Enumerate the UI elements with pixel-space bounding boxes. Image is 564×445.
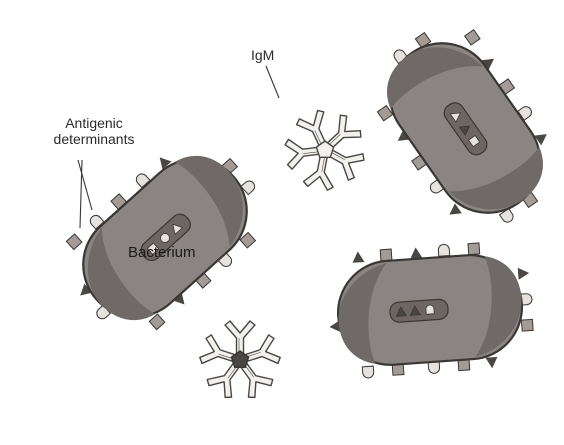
igm-leader-line	[266, 66, 279, 98]
bacterium-label: Bacterium	[128, 245, 196, 262]
antigenic-label-line-2: determinants	[44, 132, 144, 148]
bacterium-1	[46, 121, 284, 353]
igm-pentamer-bottom	[198, 321, 281, 400]
antigenic-leader-line-1	[78, 160, 92, 210]
bacterium-3	[324, 239, 536, 381]
igm-label: IgM	[251, 48, 274, 64]
bacterium-2	[354, 7, 564, 248]
antigenic-label-line-1: Antigenic	[44, 116, 144, 132]
igm-pentamer-top	[284, 108, 366, 191]
antigenic-determinants-label: Antigenic determinants	[44, 116, 144, 147]
